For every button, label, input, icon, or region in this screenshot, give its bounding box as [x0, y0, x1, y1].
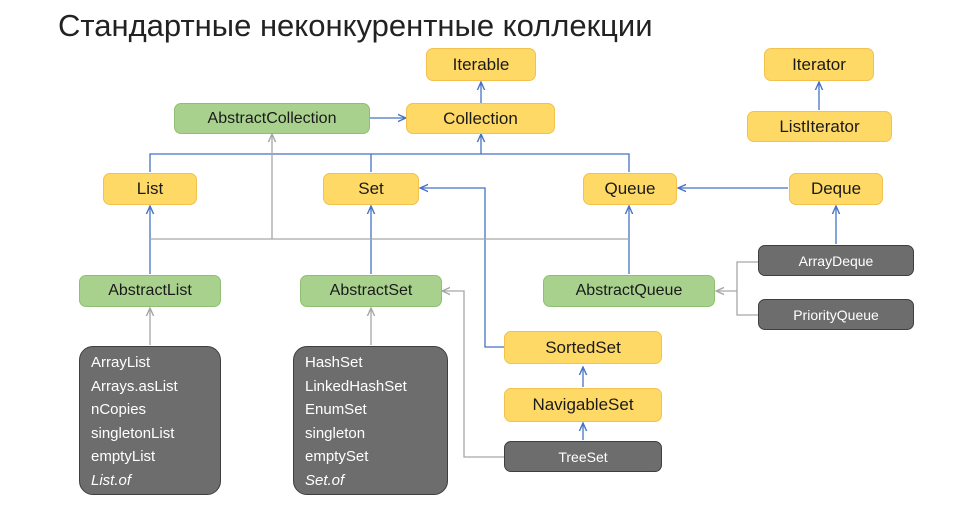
node-list: List: [103, 173, 197, 205]
node-abstract-list: AbstractList: [79, 275, 221, 307]
arrow-list-collection: [149, 153, 630, 172]
node-iterable: Iterable: [426, 48, 536, 81]
list-implementations-box: ArrayList Arrays.asList nCopies singleto…: [79, 346, 221, 495]
node-set: Set: [323, 173, 419, 205]
node-abstract-collection: AbstractCollection: [174, 103, 370, 134]
node-sorted-set: SortedSet: [504, 331, 662, 364]
set-impl-item: singleton: [305, 424, 366, 442]
arrow-sortedset-set: [420, 188, 504, 348]
list-impl-item: nCopies: [91, 401, 147, 418]
list-impl-item: Arrays.asList: [91, 377, 178, 395]
node-abstract-queue: AbstractQueue: [543, 275, 715, 307]
set-impl-item: Set.of: [305, 471, 345, 489]
node-navigable-set: NavigableSet: [504, 388, 662, 422]
node-collection: Collection: [406, 103, 555, 134]
arrow-treeset-abstractset: [442, 291, 504, 458]
node-tree-set: TreeSet: [504, 441, 662, 472]
slide-title: Стандартные неконкурентные коллекции: [58, 8, 653, 43]
node-array-deque: ArrayDeque: [758, 245, 914, 276]
arrow-arraydeque-abstractqueue: [736, 261, 758, 316]
list-impl-item: emptyList: [91, 448, 156, 465]
node-queue: Queue: [583, 173, 677, 205]
node-abstract-set: AbstractSet: [300, 275, 442, 307]
list-impl-item: singletonList: [91, 424, 175, 442]
list-impl-item: List.of: [91, 471, 132, 489]
set-impl-item: emptySet: [305, 448, 369, 465]
node-iterator: Iterator: [764, 48, 874, 81]
list-impl-item: ArrayList: [91, 354, 151, 371]
set-impl-item: EnumSet: [305, 401, 367, 418]
node-priority-queue: PriorityQueue: [758, 299, 914, 330]
node-deque: Deque: [789, 173, 883, 205]
set-impl-item: HashSet: [305, 354, 363, 371]
set-impl-item: LinkedHashSet: [305, 377, 407, 395]
set-implementations-box: HashSet LinkedHashSet EnumSet singleton …: [293, 346, 448, 495]
node-list-iterator: ListIterator: [747, 111, 892, 142]
